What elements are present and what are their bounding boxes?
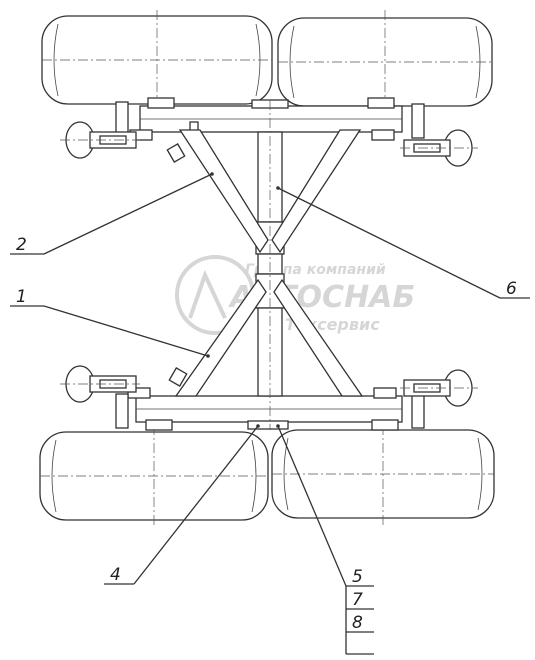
callout-5-label: 5 bbox=[352, 567, 363, 587]
top-left-hub bbox=[60, 101, 140, 159]
callout-4-label: 4 bbox=[110, 565, 121, 585]
top-axle-beam bbox=[129, 97, 403, 141]
callout-1: 1 bbox=[10, 287, 210, 358]
callouts: 2 1 6 4 5 7 bbox=[10, 172, 530, 655]
bottom-right-hub bbox=[400, 369, 478, 429]
callout-7-label: 7 bbox=[352, 590, 363, 610]
bottom-axle-beam bbox=[127, 387, 403, 431]
central-shaft bbox=[255, 100, 285, 430]
bottom-left-hub bbox=[60, 365, 140, 429]
callout-6-label: 6 bbox=[506, 279, 517, 299]
callout-5: 5 7 8 bbox=[276, 424, 374, 655]
bottom-left-wheel bbox=[39, 425, 269, 528]
callout-6: 6 bbox=[276, 186, 530, 299]
diagonal-struts bbox=[166, 129, 364, 397]
top-right-hub bbox=[400, 103, 478, 167]
top-left-wheel bbox=[41, 10, 273, 110]
top-right-wheel bbox=[277, 10, 493, 112]
bottom-right-wheel bbox=[271, 425, 495, 526]
callout-8-label: 8 bbox=[352, 613, 363, 633]
callout-2: 2 bbox=[10, 172, 214, 255]
callout-1-label: 1 bbox=[16, 287, 27, 307]
callout-4: 4 bbox=[104, 424, 260, 585]
callout-2-label: 2 bbox=[16, 235, 27, 255]
